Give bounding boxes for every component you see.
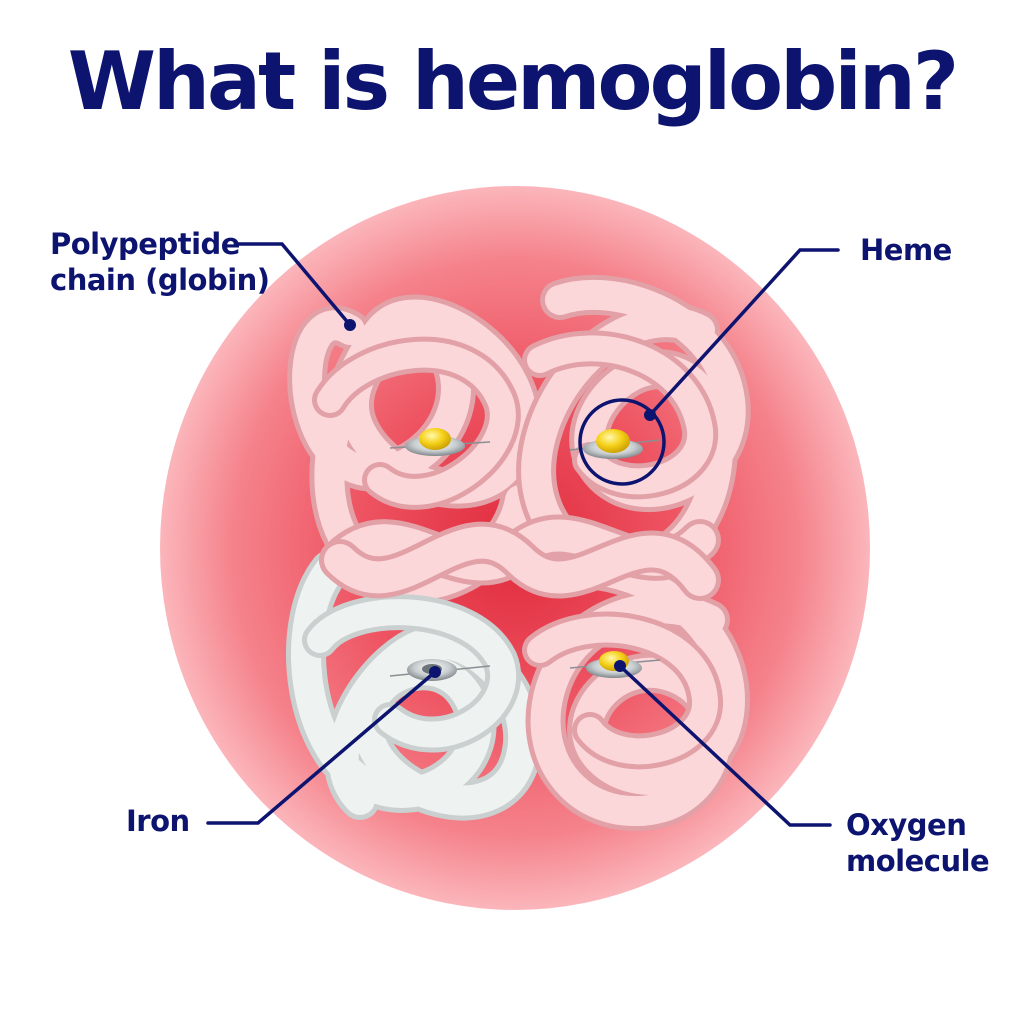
leader-line-heme — [648, 248, 840, 417]
leader-lines — [206, 242, 840, 827]
leader-dot-polypeptide — [344, 319, 356, 331]
globin-subunit-bottom-right — [522, 548, 750, 832]
globin-central-linker — [319, 514, 721, 601]
page-title: What is hemoglobin? — [67, 35, 959, 128]
heme-highlight-circle — [578, 398, 666, 486]
label-heme: Heme — [860, 233, 952, 267]
leader-line-iron — [206, 670, 437, 825]
leader-dot-iron — [429, 666, 441, 678]
label-oxygen-molecule: Oxygen molecule — [846, 808, 990, 878]
globin-chains — [286, 274, 751, 832]
oxygen-molecule — [419, 428, 451, 450]
oxygen-molecule — [596, 429, 630, 453]
leader-line-polypeptide — [236, 242, 352, 327]
leader-dot-heme — [644, 409, 656, 421]
globin-subunit-bottom-left — [286, 550, 544, 821]
leader-line-oxygen — [618, 664, 832, 827]
leader-dot-oxygen — [614, 660, 626, 672]
label-iron: Iron — [126, 804, 190, 838]
heme-group-top-right — [569, 429, 661, 459]
globin-subunit-top-left — [287, 294, 543, 605]
label-polypeptide-chain: Polypeptide chain (globin) — [50, 227, 270, 297]
heme-group-top-left — [389, 428, 491, 456]
